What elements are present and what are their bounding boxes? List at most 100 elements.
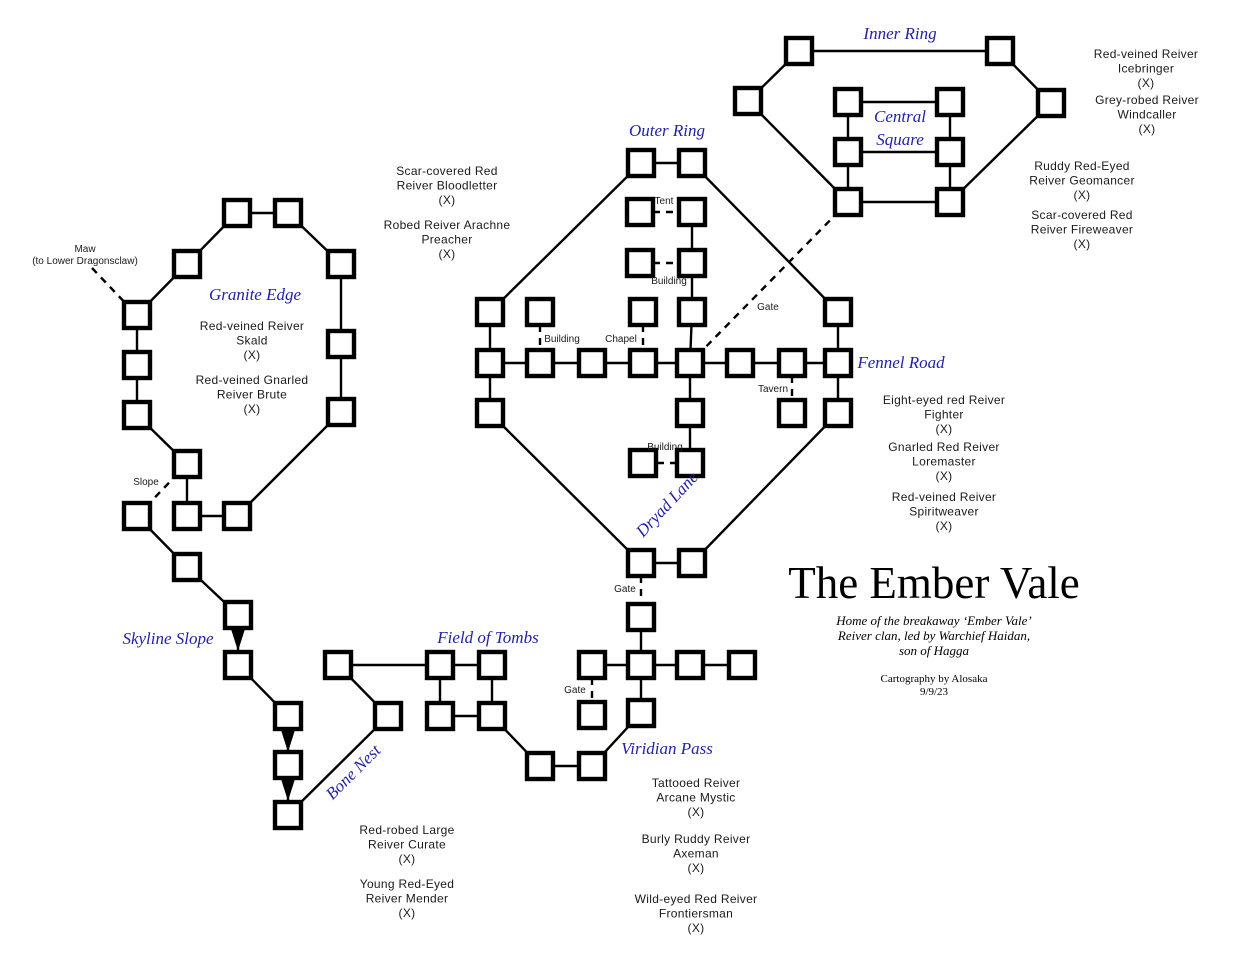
room-node xyxy=(832,86,864,118)
room-node xyxy=(776,347,808,379)
room-node xyxy=(934,86,966,118)
room-node xyxy=(272,197,304,229)
room-node xyxy=(222,649,254,681)
room-node xyxy=(625,147,657,179)
room-node xyxy=(934,136,966,168)
map-passage-dashed xyxy=(689,201,849,364)
map-passage xyxy=(489,412,642,564)
room-node xyxy=(822,347,854,379)
room-node xyxy=(676,196,708,228)
map-subtitle: Home of the breakaway ‘Ember Vale’ Reive… xyxy=(778,613,1090,658)
room-node xyxy=(822,397,854,429)
room-node xyxy=(576,649,608,681)
maw-exit-line xyxy=(91,267,132,310)
room-node xyxy=(674,397,706,429)
room-node xyxy=(627,347,659,379)
map-passage xyxy=(489,162,642,313)
room-node xyxy=(476,700,508,732)
room-node xyxy=(627,296,659,328)
room-node xyxy=(121,349,153,381)
map-title: The Ember Vale xyxy=(788,558,1080,608)
room-node xyxy=(934,186,966,218)
room-node xyxy=(576,699,608,731)
map-passage xyxy=(747,100,849,203)
map-passage xyxy=(236,411,342,517)
room-node xyxy=(221,197,253,229)
area-label: Field of Tombs xyxy=(436,628,539,647)
room-node xyxy=(625,697,657,729)
room-node xyxy=(676,547,708,579)
room-node xyxy=(624,196,656,228)
room-node xyxy=(524,750,556,782)
room-node xyxy=(576,750,608,782)
room-node xyxy=(822,296,854,328)
room-node xyxy=(171,448,203,480)
room-node xyxy=(726,649,758,681)
room-node xyxy=(372,700,404,732)
poi-label: Building xyxy=(651,276,687,287)
poi-label: Gate xyxy=(614,584,636,595)
room-node xyxy=(674,649,706,681)
poi-label: Gate xyxy=(757,302,779,313)
room-node xyxy=(676,296,708,328)
map-credit: Cartography by Alosaka 9/9/23 xyxy=(778,673,1090,699)
room-node xyxy=(783,35,815,67)
room-node xyxy=(625,601,657,633)
room-node xyxy=(576,347,608,379)
area-label: Skyline Slope xyxy=(122,629,214,648)
one-way-down-arrow xyxy=(281,730,295,752)
room-node xyxy=(171,248,203,280)
room-node xyxy=(625,547,657,579)
room-node xyxy=(624,247,656,279)
credit-date: 9/9/23 xyxy=(919,686,949,698)
subtitle-line: son of Hagga xyxy=(898,643,970,658)
poi-label: Building xyxy=(647,442,683,453)
room-node xyxy=(474,397,506,429)
room-node xyxy=(424,649,456,681)
poi-label: Chapel xyxy=(605,334,637,345)
room-node xyxy=(476,649,508,681)
room-node xyxy=(121,500,153,532)
room-node xyxy=(732,85,764,117)
room-node xyxy=(121,399,153,431)
map-title-block: The Ember Vale Home of the breakaway ‘Em… xyxy=(778,560,1090,699)
subtitle-line: Reiver clan, led by Warchief Haidan, xyxy=(837,628,1031,643)
room-node xyxy=(832,186,864,218)
map-passage xyxy=(287,715,389,816)
map-passage xyxy=(691,412,839,564)
room-node xyxy=(674,447,706,479)
room-node xyxy=(832,136,864,168)
room-node xyxy=(272,749,304,781)
room-node xyxy=(625,649,657,681)
room-node xyxy=(171,500,203,532)
room-node xyxy=(674,347,706,379)
room-node xyxy=(171,551,203,583)
area-label: Fennel Road xyxy=(856,353,945,372)
room-node xyxy=(221,500,253,532)
map-passage xyxy=(691,162,839,313)
room-node xyxy=(272,700,304,732)
one-way-down-arrow xyxy=(281,779,295,801)
room-node xyxy=(676,147,708,179)
area-label: Outer Ring xyxy=(629,121,705,140)
one-way-down-arrow xyxy=(231,629,245,651)
room-node xyxy=(325,328,357,360)
room-node xyxy=(325,248,357,280)
